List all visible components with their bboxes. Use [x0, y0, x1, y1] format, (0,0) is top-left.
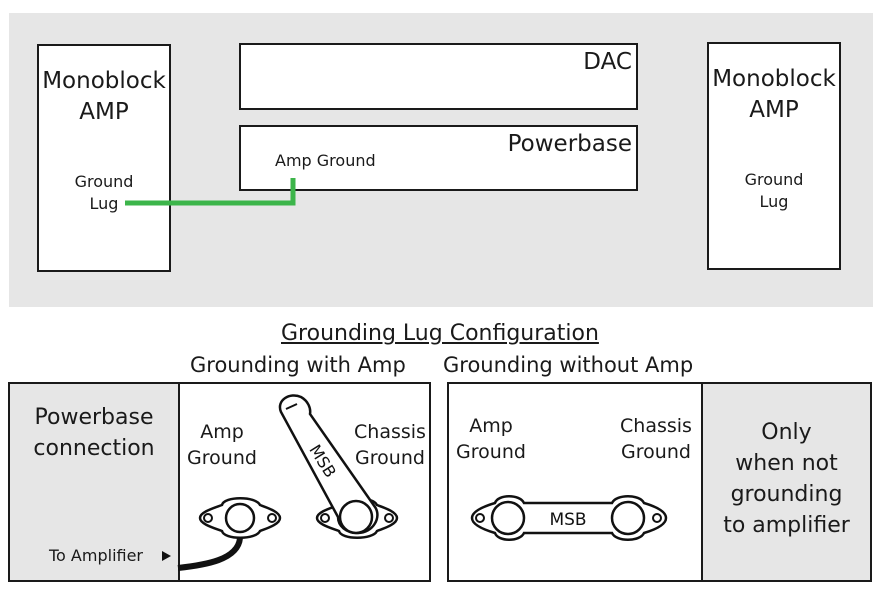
msb-strap-label-bridged: MSB	[549, 510, 586, 530]
without-amp-chassis-ground-label: Chassis Ground	[620, 415, 692, 463]
left-amp-ground-lug-label: Ground Lug	[74, 172, 134, 213]
powerbase-connection-label: Powerbase connection	[33, 405, 155, 461]
amplifier-cable	[177, 537, 243, 571]
right-amp-ground-lug-label: Ground Lug	[744, 170, 804, 211]
msb-strap-bridged	[470, 495, 668, 541]
only-when-not-grounding-note: Only when not grounding to amplifier	[723, 420, 850, 538]
powerbase-unit: Powerbase Amp Ground	[239, 125, 638, 191]
dac-label: DAC	[583, 49, 632, 75]
with-amp-amp-ground-label: Amp Ground	[187, 421, 257, 469]
right-monoblock-amp: Monoblock AMP Ground Lug	[707, 42, 841, 270]
grounding-with-amp-heading: Grounding with Amp	[190, 353, 406, 377]
powerbase-label: Powerbase	[507, 131, 632, 157]
without-amp-amp-ground-label: Amp Ground	[456, 415, 526, 463]
powerbase-amp-ground-label: Amp Ground	[275, 151, 376, 170]
powerbase-connection-area	[10, 384, 178, 580]
ground-wire	[125, 178, 296, 206]
left-monoblock-amp: Monoblock AMP Ground Lug	[37, 44, 171, 272]
right-amp-title: Monoblock AMP	[712, 66, 836, 123]
arrow-right-icon	[162, 551, 171, 561]
left-amp-title: Monoblock AMP	[42, 68, 166, 125]
msb-strap-rotated	[278, 394, 379, 535]
with-amp-chassis-ground-label: Chassis Ground	[354, 421, 426, 469]
to-amplifier-label: To Amplifier	[49, 546, 144, 565]
grounding-lug-configuration-title: Grounding Lug Configuration	[281, 321, 599, 346]
grounding-without-amp-heading: Grounding without Amp	[443, 353, 694, 377]
with-amp-divider	[178, 384, 180, 580]
amp-ground-lug-icon	[198, 497, 282, 539]
without-amp-divider	[701, 384, 703, 580]
without-amp-note-area	[703, 384, 870, 580]
dac-unit: DAC	[239, 43, 638, 110]
